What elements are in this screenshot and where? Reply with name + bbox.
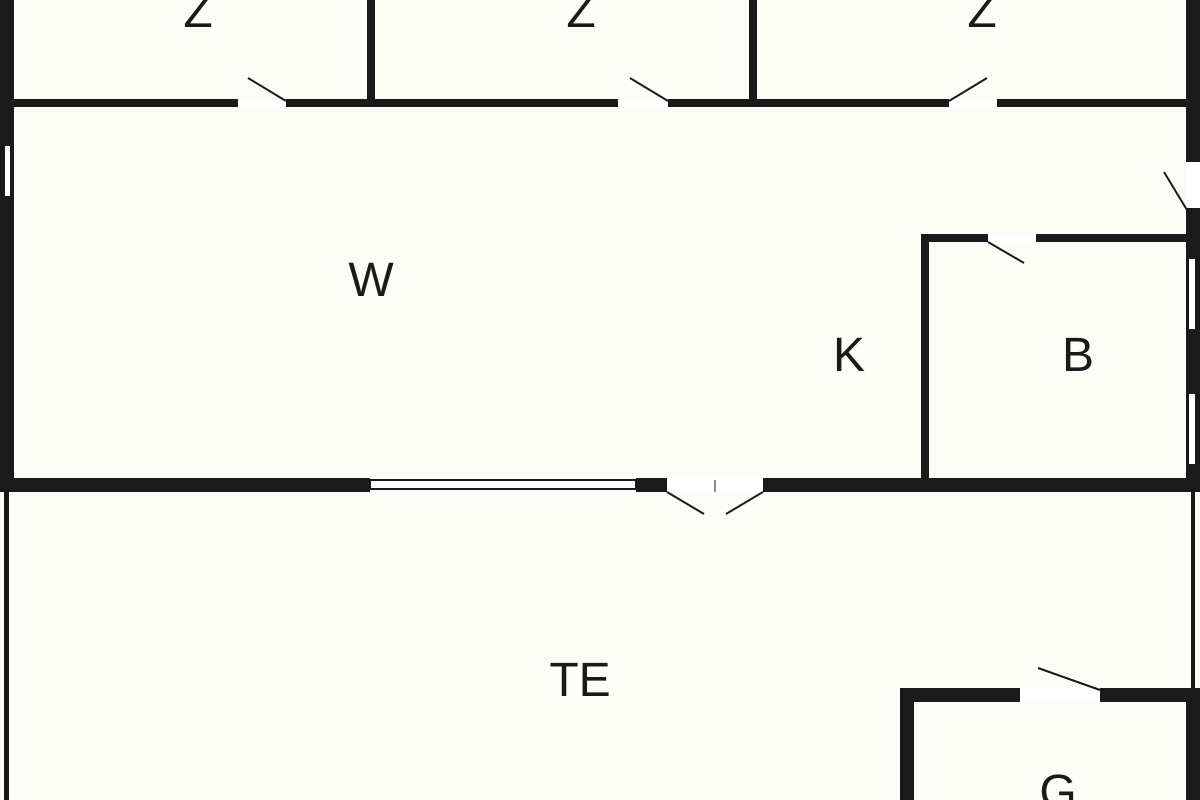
door-leaf-exterior-right	[1163, 171, 1188, 211]
wall-bedroom-bottom-1	[14, 99, 238, 107]
wall-bedroom-divider-1	[367, 0, 375, 103]
door-opening-bedroom-1	[238, 99, 286, 107]
wall-right-top	[1186, 0, 1200, 162]
wall-right-terrace	[1191, 492, 1195, 692]
window-sliding	[369, 479, 637, 490]
wall-bedroom-bottom-4	[997, 99, 1186, 107]
wall-g-top-1	[900, 688, 1020, 702]
room-label-bedroom-3: Z	[967, 0, 996, 38]
window-left-living	[3, 144, 12, 198]
door-leaf-bath	[987, 241, 1025, 264]
wall-g-left	[900, 688, 914, 800]
door-opening-exterior-right	[1186, 162, 1200, 208]
door-leaf-bedroom-2	[629, 77, 669, 102]
window-bath-1	[1187, 257, 1197, 331]
wall-bedroom-bottom-2	[286, 99, 618, 107]
door-leaf-terrace-right	[725, 491, 764, 515]
room-label-g: G	[1039, 766, 1076, 800]
wall-living-bottom-1	[0, 478, 370, 492]
wall-living-bottom-3	[763, 478, 1200, 492]
room-label-living: W	[348, 254, 394, 307]
wall-bedroom-bottom-3	[668, 99, 949, 107]
wall-bath-top-1	[921, 234, 988, 242]
wall-left-upper	[0, 0, 14, 492]
door-opening-bedroom-2	[618, 99, 668, 107]
room-label-terrace: TE	[549, 654, 610, 707]
door-leaf-bedroom-3	[948, 77, 988, 102]
wall-bath-left	[921, 234, 929, 484]
window-bath-2	[1187, 392, 1197, 466]
room-labels: Z Z Z W K B TE G	[183, 0, 1094, 800]
door-leaf-terrace-left	[666, 491, 705, 515]
door-leaf-g	[1037, 667, 1101, 691]
wall-bath-top-2	[1036, 234, 1186, 242]
wall-bedroom-divider-2	[749, 0, 757, 103]
wall-g-right	[1186, 688, 1200, 800]
room-label-bedroom-2: Z	[566, 0, 595, 38]
wall-left-terrace	[4, 492, 9, 800]
wall-living-bottom-2	[636, 478, 667, 492]
door-opening-g	[1020, 688, 1100, 702]
door-leaf-bedroom-1	[247, 77, 287, 102]
room-label-kitchen: K	[833, 329, 865, 382]
wall-g-top-2	[1100, 688, 1200, 702]
door-opening-bedroom-3	[949, 99, 997, 107]
door-opening-bath	[988, 234, 1036, 242]
windows	[3, 144, 1197, 490]
room-label-bedroom-1: Z	[183, 0, 212, 38]
doors	[238, 77, 1200, 702]
room-label-bathroom: B	[1062, 329, 1094, 382]
